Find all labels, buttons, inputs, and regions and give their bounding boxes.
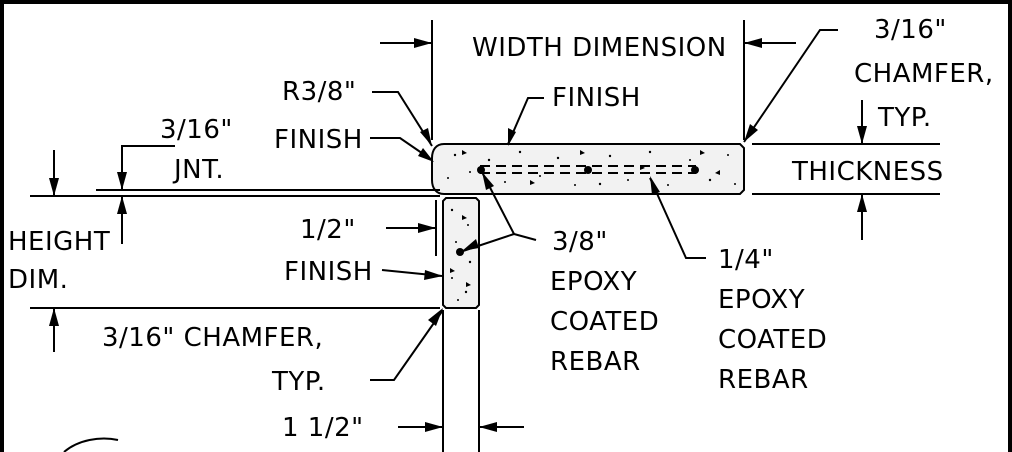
label-rebar38-size: 3/8" xyxy=(552,227,608,257)
label-rebar14-rebar: REBAR xyxy=(718,365,809,395)
label-dim: DIM. xyxy=(8,265,68,295)
label-rebar14-size: 1/4" xyxy=(718,245,774,275)
label-chamfer-right: CHAMFER, xyxy=(854,59,994,89)
label-rebar38-epoxy: EPOXY xyxy=(550,267,637,297)
label-chamfer-bottom: 3/16" CHAMFER, xyxy=(102,323,323,353)
label-chamfer-right-typ: TYP. xyxy=(877,103,932,133)
label-rebar14-coated: COATED xyxy=(718,325,827,355)
label-half-inch: 1/2" xyxy=(300,215,356,245)
label-rebar38-rebar: REBAR xyxy=(550,347,641,377)
label-finish-top: FINISH xyxy=(552,83,641,113)
label-width-dimension: WIDTH DIMENSION xyxy=(472,33,727,63)
label-height: HEIGHT xyxy=(8,227,110,257)
label-chamfer-bottom-typ: TYP. xyxy=(271,367,326,397)
label-r38: R3/8" xyxy=(282,77,356,107)
label-finish-lower: FINISH xyxy=(284,257,373,287)
label-thickness: THICKNESS xyxy=(791,157,944,187)
label-jnt-size: 3/16" xyxy=(160,115,233,145)
label-one-half-inch: 1 1/2" xyxy=(282,413,364,443)
label-chamfer-right-size: 3/16" xyxy=(874,15,947,45)
label-rebar14-epoxy: EPOXY xyxy=(718,285,805,315)
label-rebar38-coated: COATED xyxy=(550,307,659,337)
label-finish-left: FINISH xyxy=(274,125,363,155)
label-jnt: JNT. xyxy=(172,155,224,185)
